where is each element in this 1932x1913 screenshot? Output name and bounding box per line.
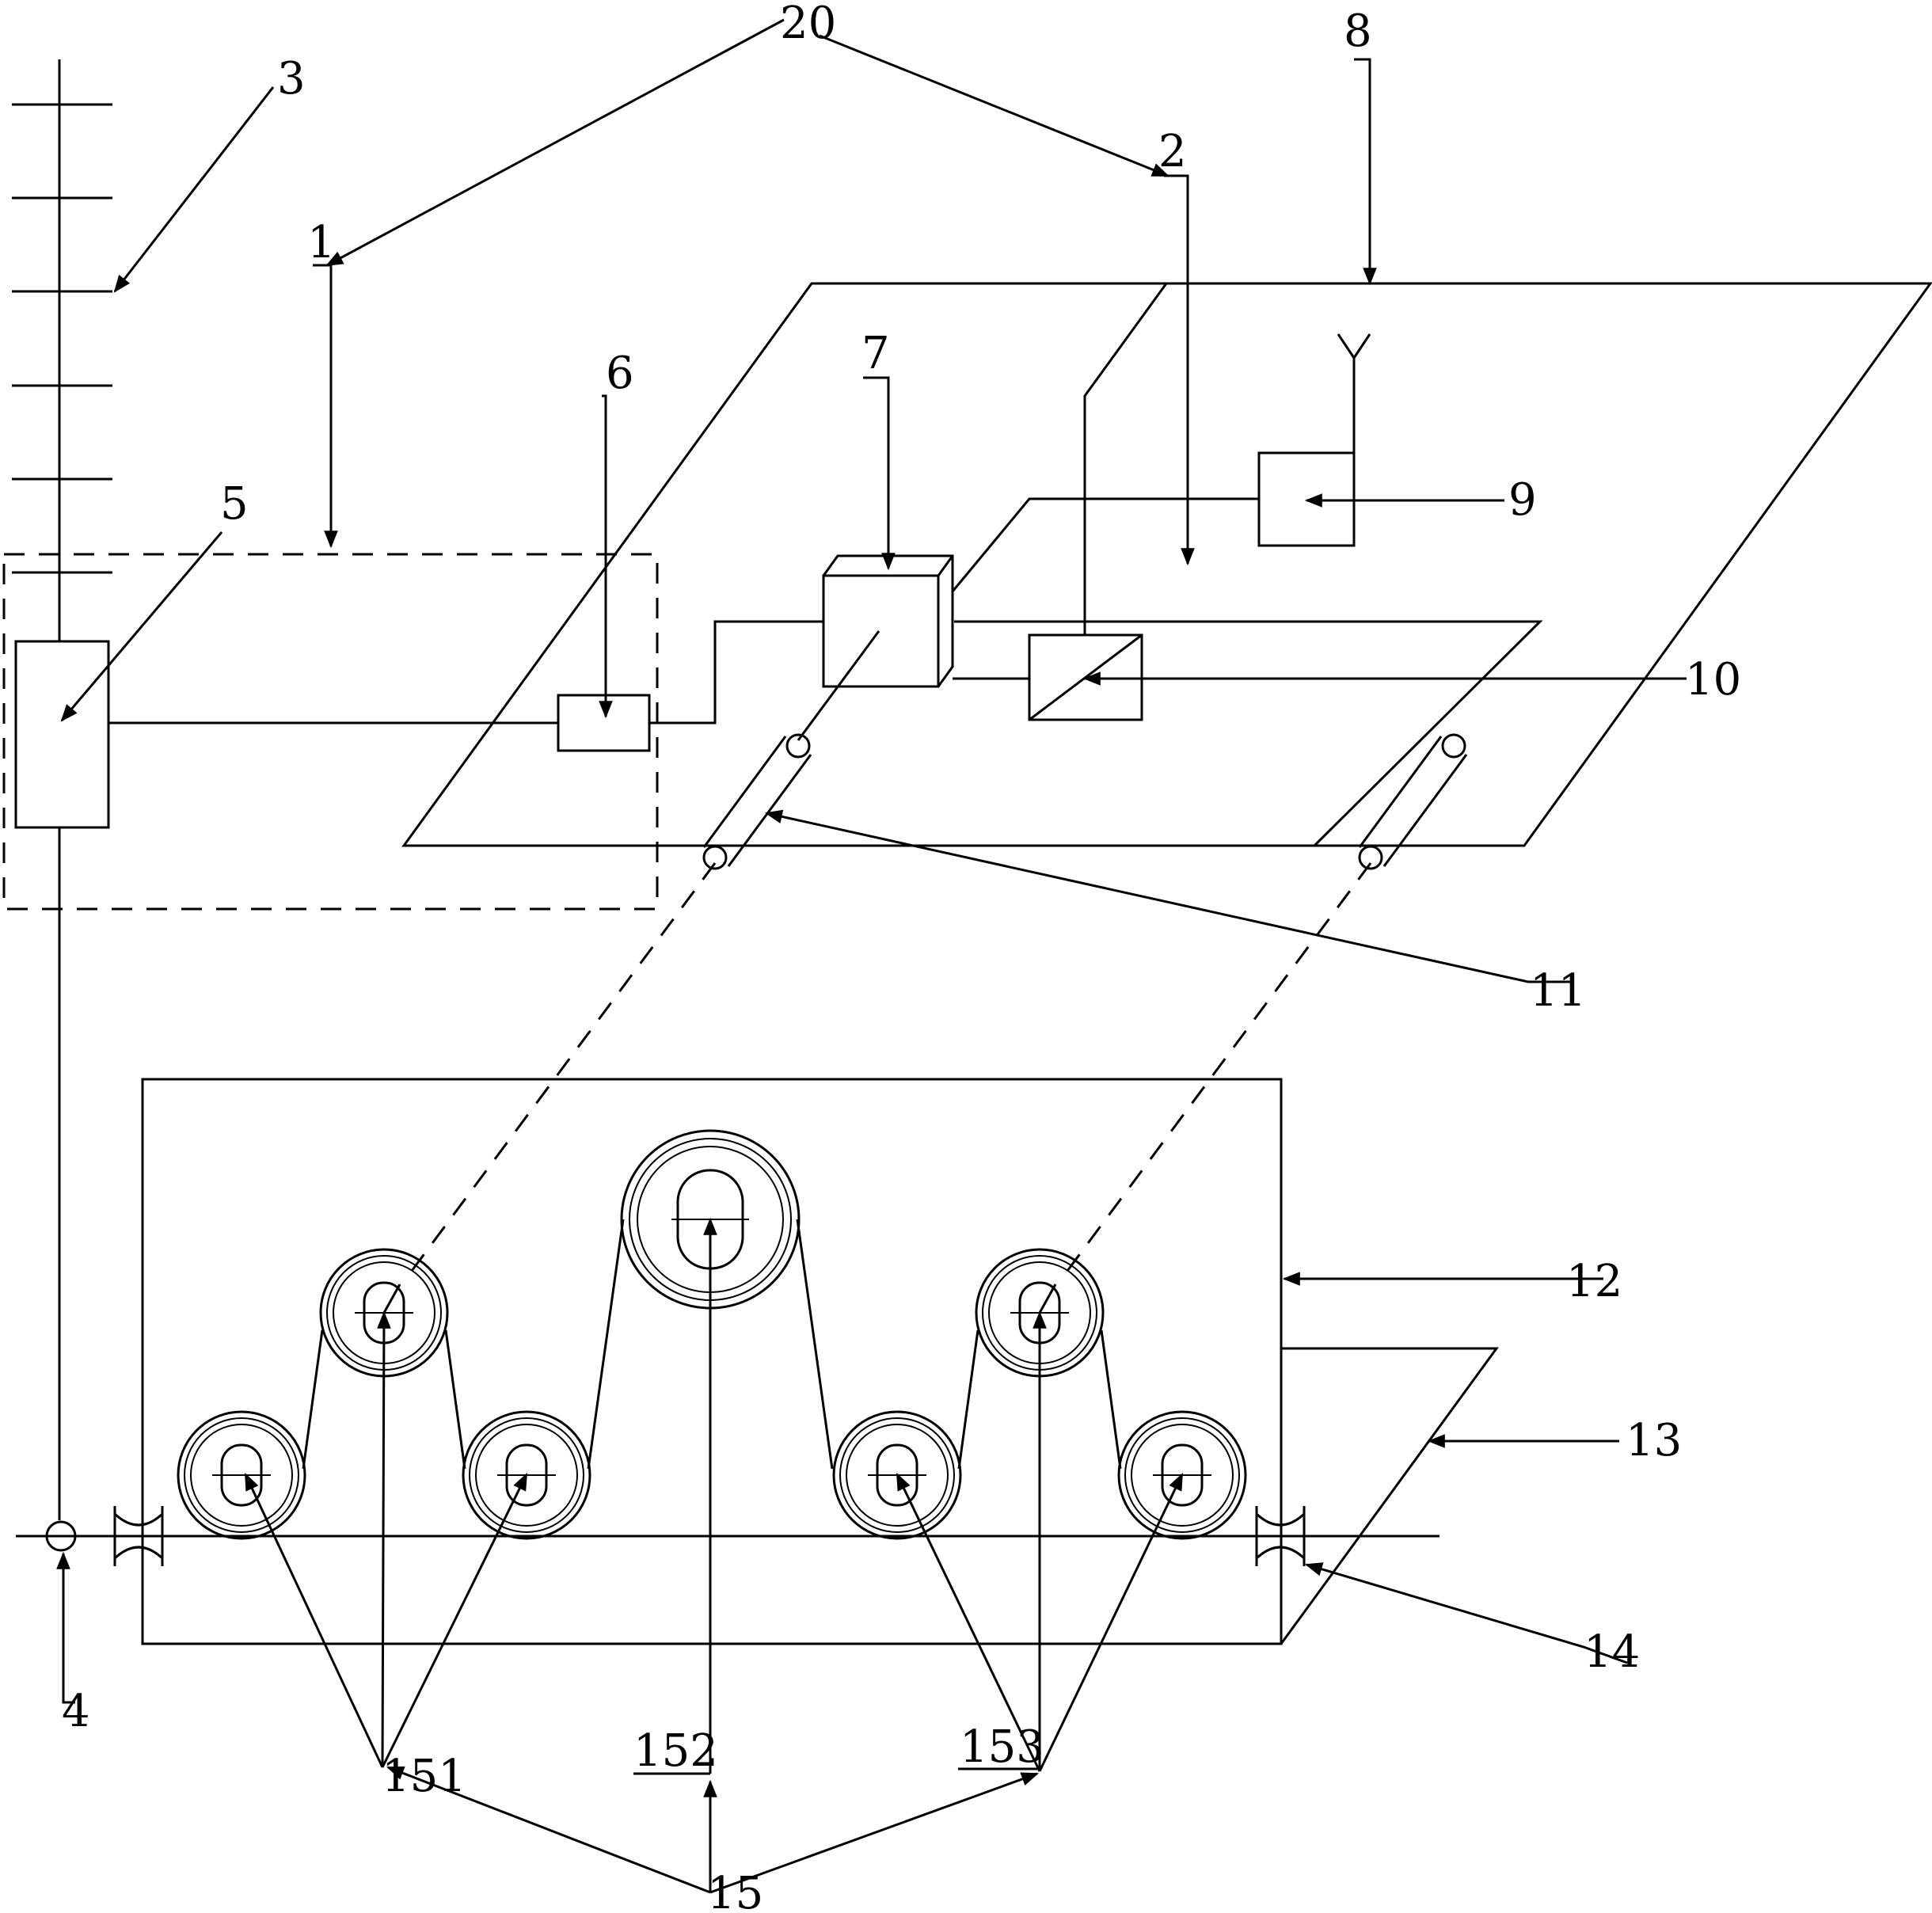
wire-6-7 (649, 620, 823, 725)
label-7: 7 (861, 328, 890, 379)
leader-lines (56, 18, 1687, 1894)
module-1-boundary (2, 553, 659, 911)
label-15: 15 (707, 1868, 763, 1913)
label-13: 13 (1626, 1415, 1682, 1466)
box-7 (822, 554, 954, 688)
projection-line-right (1066, 862, 1372, 1272)
label-20: 20 (780, 0, 836, 49)
inner-plate-outline (954, 620, 1543, 847)
pulley-5 (832, 1410, 962, 1540)
label-4: 4 (62, 1686, 90, 1737)
feed-cable (1083, 283, 1168, 635)
label-9: 9 (1508, 474, 1537, 526)
wire-7-9 (951, 497, 1259, 592)
antenna-icon (1337, 333, 1371, 453)
box-5 (14, 640, 110, 829)
projection-line-left (410, 862, 717, 1272)
label-6: 6 (606, 348, 634, 399)
label-152: 152 (633, 1725, 718, 1777)
reference-labels: 20 8 3 2 1 6 7 9 5 10 11 12 13 14 4 151 … (62, 0, 1741, 1913)
label-2: 2 (1158, 126, 1187, 177)
label-14: 14 (1584, 1626, 1640, 1678)
label-10: 10 (1685, 654, 1741, 705)
ground-node-4 (45, 1520, 77, 1552)
label-153: 153 (960, 1721, 1044, 1773)
cylinder-11-left (702, 733, 812, 870)
label-11: 11 (1530, 965, 1586, 1017)
plate-8 (401, 282, 1932, 847)
pulley-7 (1117, 1410, 1247, 1540)
clamp-left (113, 1506, 164, 1566)
clamp-right (1255, 1506, 1306, 1566)
cylinder-11-right (1358, 733, 1468, 870)
label-8: 8 (1344, 6, 1372, 57)
pulley-1 (177, 1410, 306, 1540)
label-151: 151 (382, 1751, 466, 1802)
label-12: 12 (1566, 1256, 1622, 1307)
plate-13 (1280, 1347, 1499, 1645)
box-6 (557, 694, 651, 752)
label-1: 1 (307, 217, 336, 268)
tower-pole (12, 59, 112, 641)
frame-12 (141, 1078, 1283, 1645)
label-3: 3 (277, 53, 306, 105)
cube-cylinder-link (797, 630, 880, 741)
label-5: 5 (220, 478, 249, 530)
pulley-3 (462, 1410, 591, 1540)
rope-path (302, 1219, 1122, 1470)
